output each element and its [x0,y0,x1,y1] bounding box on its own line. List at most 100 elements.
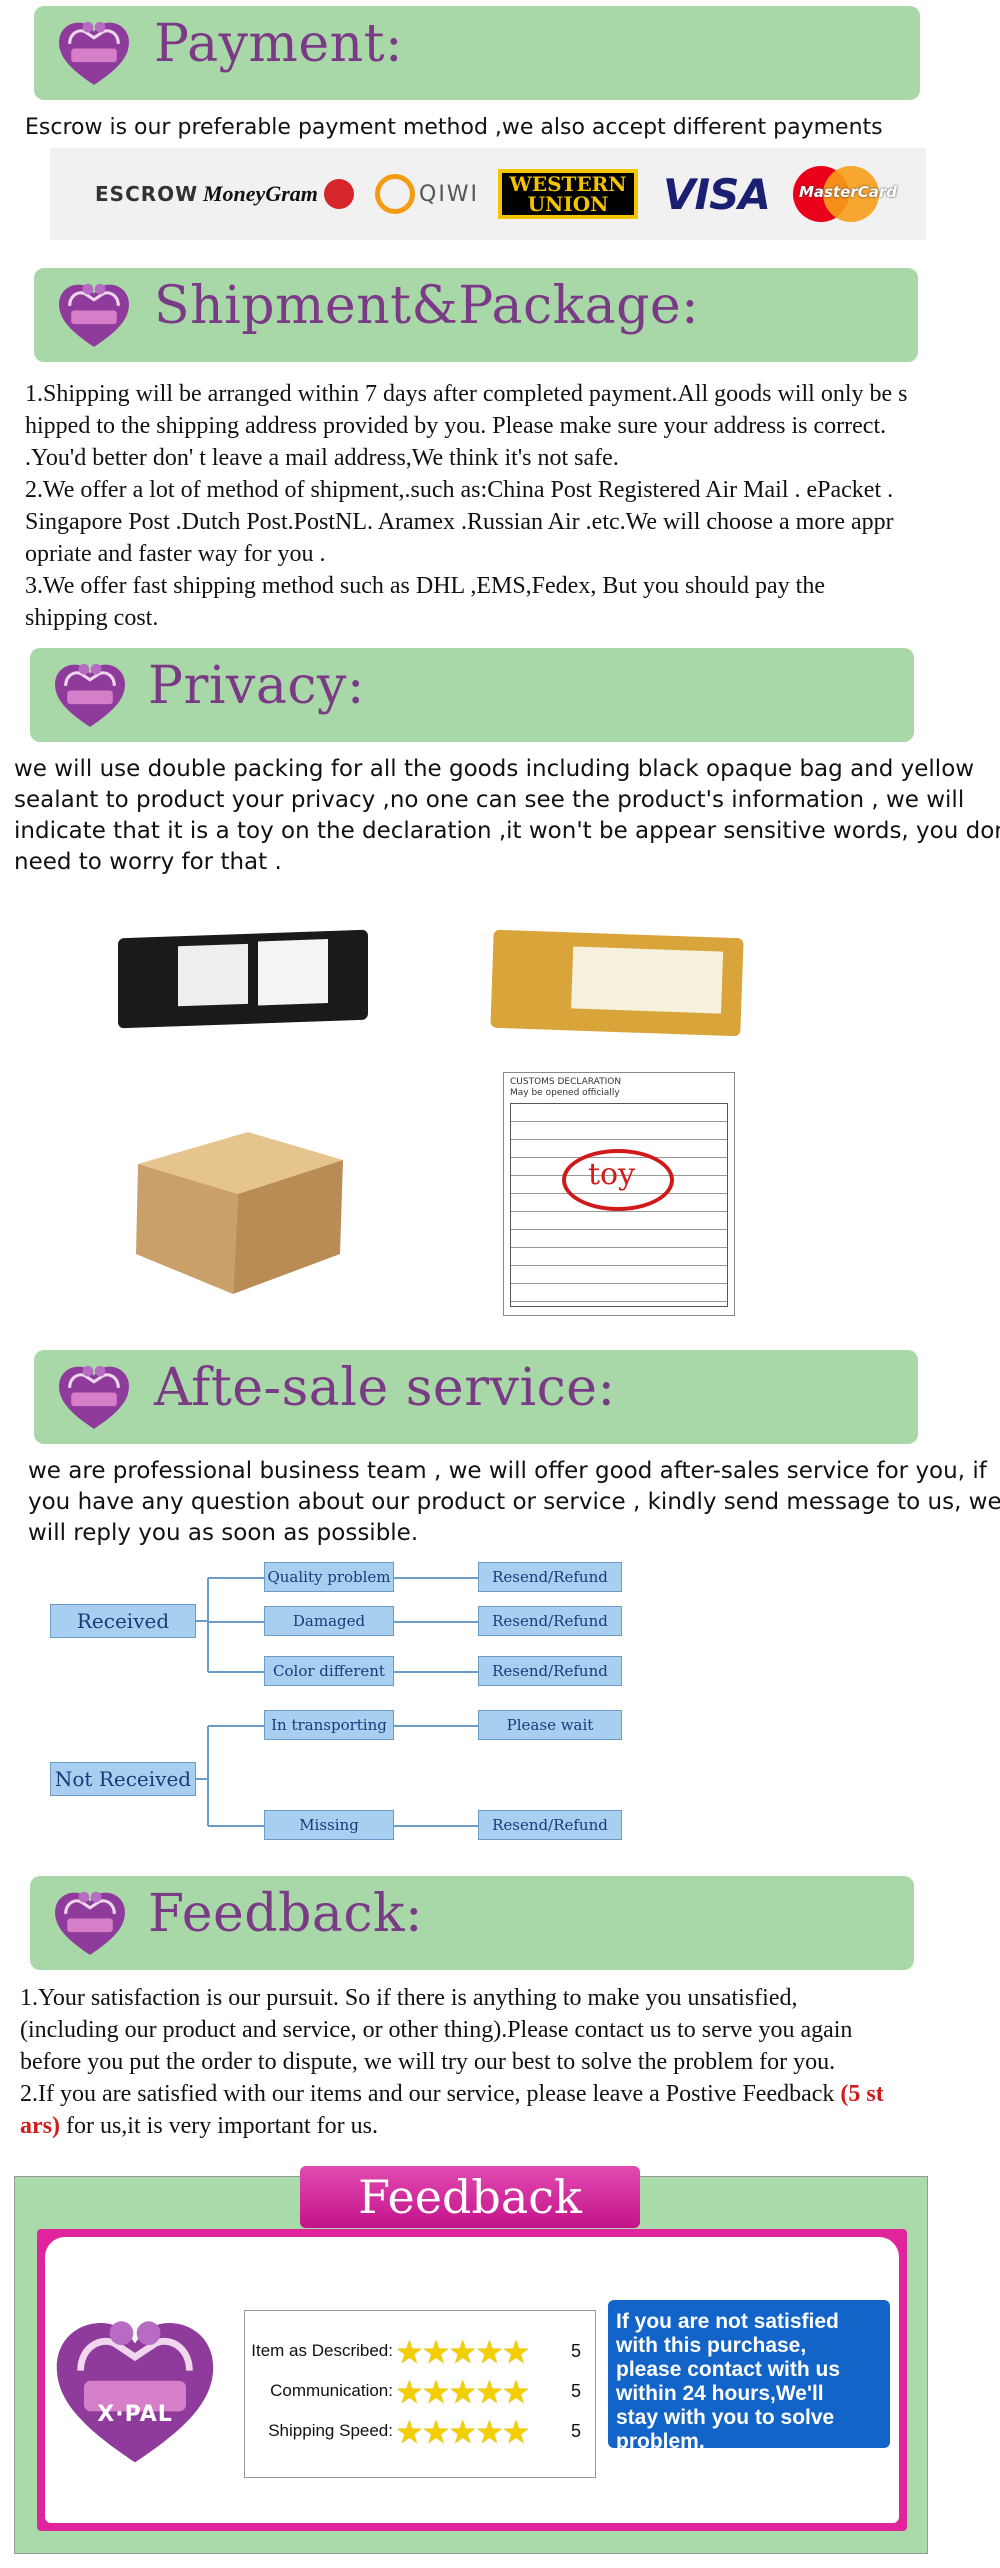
payment-banner: Payment: [34,6,920,100]
shipment-line: Singapore Post .Dutch Post.PostNL. Arame… [25,509,894,535]
privacy-line: sealant to product your privacy ,no one … [14,787,965,813]
flow-in-transporting: In transporting [264,1710,394,1740]
privacy-title: Privacy: [148,656,365,716]
rating-row: Shipping Speed: ★★★★★ 5 [245,2413,597,2453]
shipment-line: 3.We offer fast shipping method such as … [25,573,825,599]
feedback-card-title: Feedback [358,2170,582,2224]
flow-resend-refund: Resend/Refund [478,1562,622,1592]
notice-line: If you are not satisfied [616,2310,839,2333]
rating-value: 5 [571,2421,582,2441]
cardboard-box-photo [136,1132,343,1294]
flow-received: Received [50,1604,196,1638]
rating-label: Item as Described [251,2341,389,2360]
flow-damaged: Damaged [264,1606,394,1636]
feedback-line: ars) for us,it is very important for us. [20,2110,884,2142]
aftersale-text: we are professional business team , we w… [28,1456,1000,1549]
rating-colon: : [388,2341,393,2360]
escrow-logo: ESCROW [95,182,199,206]
flow-missing: Missing [264,1810,394,1840]
aftersale-line: you have any question about our product … [28,1489,1000,1515]
western-union-line2: UNION [527,192,609,216]
feedback-line: 1.Your satisfaction is our pursuit. So i… [20,1985,798,2011]
aftersale-line: will reply you as soon as possible. [28,1520,419,1546]
star-rating-icon: ★★★★★ [395,2334,530,2370]
aftersale-title: Afte-sale service: [154,1358,616,1418]
feedback-line: (including our product and service, or o… [20,2017,853,2043]
flow-not-received: Not Received [50,1762,196,1796]
western-union-logo: WESTERN UNION [498,169,638,219]
shipment-line: hipped to the shipping address provided … [25,413,887,439]
qiwi-q-icon [375,174,415,214]
payment-title: Payment: [154,14,404,74]
customs-subheader: May be opened officially [510,1088,620,1098]
flow-resend-refund: Resend/Refund [478,1810,622,1840]
feedback-title: Feedback: [148,1884,424,1944]
xpal-logo-icon [52,1884,128,1962]
star-rating-icon: ★★★★★ [395,2414,530,2450]
rating-label: Shipping Speed [268,2421,389,2440]
privacy-line: we will use double packing for all the g… [14,756,975,782]
shipment-line: shipping cost. [25,605,159,631]
aftersale-line: we are professional business team , we w… [28,1458,987,1484]
shipment-line: .You'd better don' t leave a mail addres… [25,445,619,471]
aftersale-banner: Afte-sale service: [34,1350,918,1444]
moneygram-globe-icon [323,179,354,209]
seller-ratings: Item as Described: ★★★★★ 5 Communication… [244,2310,596,2478]
satisfaction-notice [608,2300,890,2448]
toy-circle-mark [562,1149,674,1211]
toy-label: toy [588,1157,636,1192]
customs-declaration-photo: CUSTOMS DECLARATION May be opened offici… [503,1072,735,1316]
qiwi-text: QIWI [419,181,480,207]
star-rating-icon: ★★★★★ [395,2374,530,2410]
notice-line: problem. [616,2430,705,2453]
satisfaction-notice-text: If you are not satisfied with this purch… [616,2310,886,2454]
flow-resend-refund: Resend/Refund [478,1606,622,1636]
mastercard-orange-circle-icon [823,166,879,222]
feedback-card-tab [300,2166,640,2228]
rating-value: 5 [571,2341,582,2361]
shipment-title: Shipment&Package: [154,276,700,336]
notice-line: with this purchase, [616,2334,807,2357]
flow-please-wait: Please wait [478,1710,622,1740]
privacy-text: we will use double packing for all the g… [14,754,1000,878]
five-stars-highlight: ars) [20,2113,60,2139]
feedback-banner: Feedback: [30,1876,914,1970]
moneygram-text: MoneyGram [203,181,318,206]
rating-value: 5 [571,2381,582,2401]
feedback-line5-text: for us,it is very important for us. [59,2113,378,2139]
customs-header: CUSTOMS DECLARATION [510,1077,622,1087]
xpal-big-logo-icon [50,2306,220,2476]
rating-colon: : [388,2421,393,2440]
payment-methods: ESCROW MoneyGram QIWI WESTERN UNION VISA… [50,148,926,240]
mastercard-logo: MasterCard [793,166,897,222]
privacy-banner: Privacy: [30,648,914,742]
visa-logo: VISA [663,169,771,219]
mastercard-text: MasterCard [799,183,897,201]
moneygram-logo: MoneyGram [203,166,354,222]
rating-row: Item as Described: ★★★★★ 5 [245,2333,597,2373]
feedback-line: 2.If you are satisfied with our items an… [20,2078,884,2110]
privacy-line: indicate that it is a toy on the declara… [14,818,1000,844]
rating-label: Communication [270,2381,389,2400]
shipment-banner: Shipment&Package: [34,268,918,362]
shipment-line: 1.Shipping will be arranged within 7 day… [25,381,908,407]
qiwi-logo: QIWI [375,166,479,222]
shipment-line: 2.We offer a lot of method of shipment,.… [25,477,894,503]
notice-line: within 24 hours,We'll [616,2382,824,2405]
flow-quality-problem: Quality problem [264,1562,394,1592]
payment-intro: Escrow is our preferable payment method … [25,115,883,140]
xpal-logo-text: X·PAL [97,2402,173,2427]
shipment-text: 1.Shipping will be arranged within 7 day… [25,378,908,634]
notice-line: stay with you to solve [616,2406,835,2429]
shipment-line: opriate and faster way for you . [25,541,326,567]
flow-resend-refund: Resend/Refund [478,1656,622,1686]
rating-row: Communication: ★★★★★ 5 [245,2373,597,2413]
feedback-text: 1.Your satisfaction is our pursuit. So i… [20,1982,884,2142]
feedback-line: before you put the order to dispute, we … [20,2049,836,2075]
rating-colon: : [388,2381,393,2400]
privacy-line: need to worry for that . [14,849,282,875]
flow-color-different: Color different [264,1656,394,1686]
notice-line: please contact with us [616,2358,841,2381]
western-union-line1: WESTERN [509,172,627,196]
